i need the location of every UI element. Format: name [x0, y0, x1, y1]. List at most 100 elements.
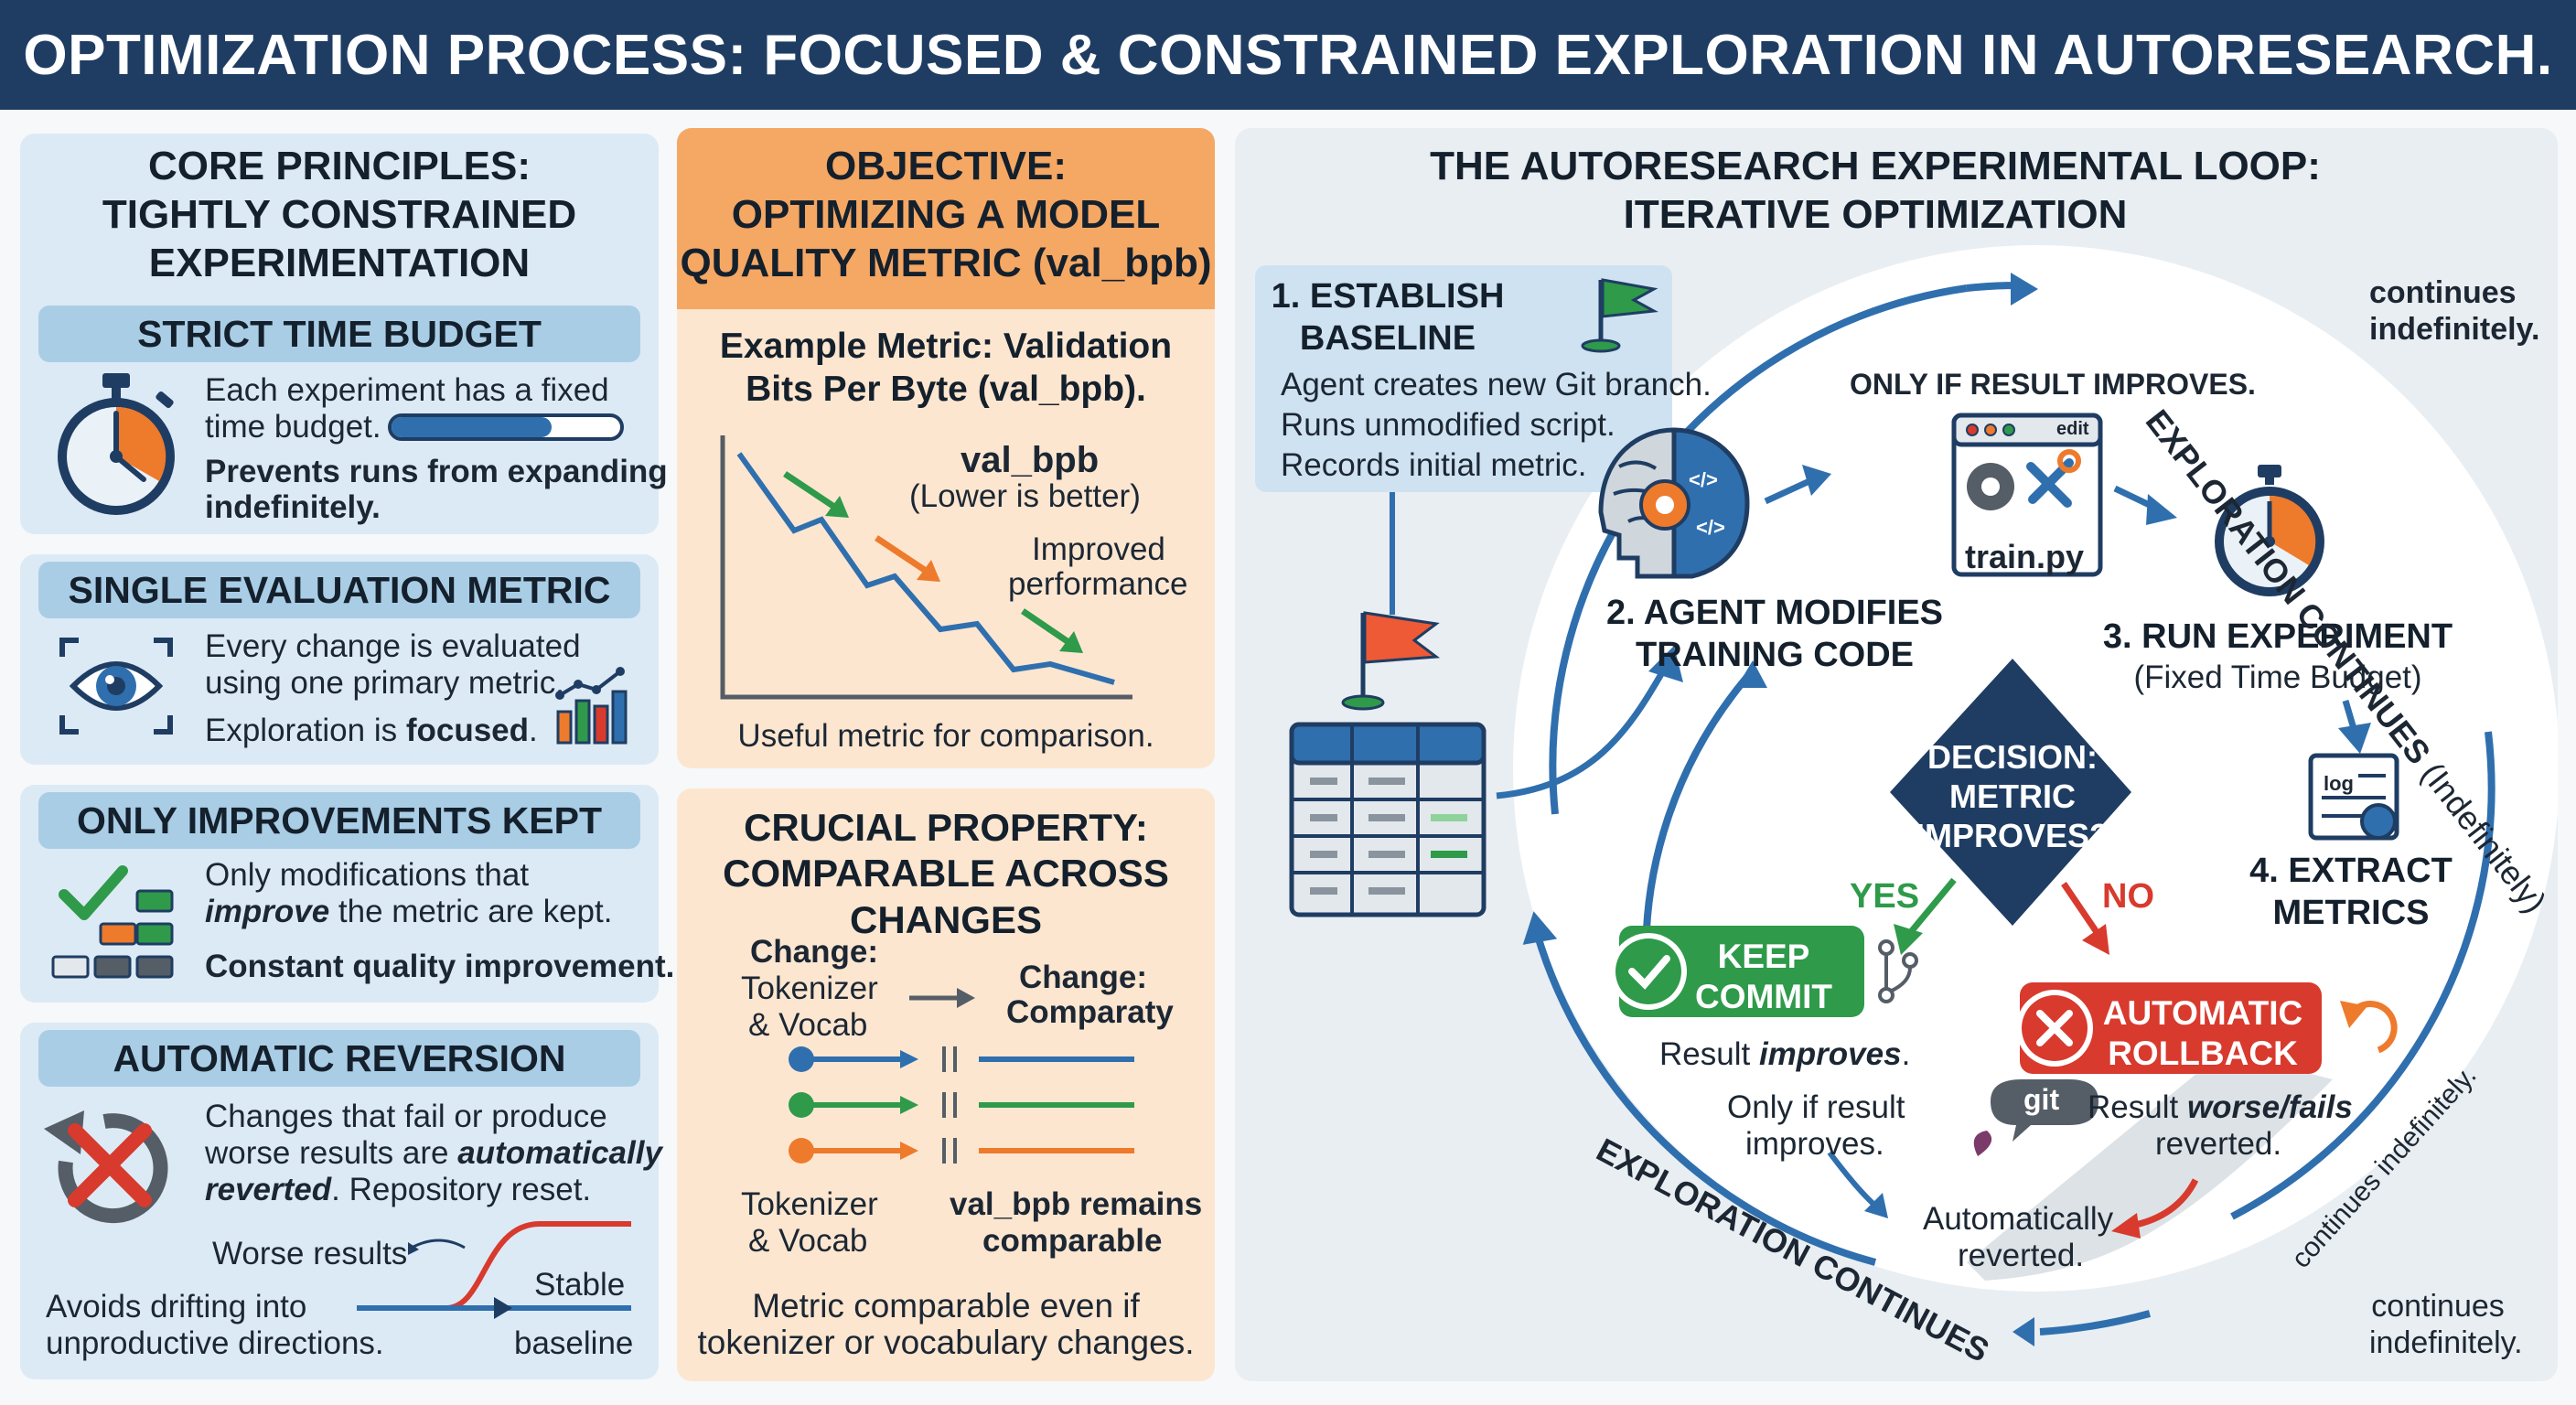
- continues-line: indefinitely.: [2369, 1325, 2523, 1361]
- time-budget-text-3: Prevents runs from expanding: [205, 454, 668, 489]
- text-part: . Repository reset.: [331, 1172, 592, 1207]
- blue-line: [789, 1046, 1134, 1072]
- single-metric-text-1: Every change is evaluated: [205, 628, 581, 664]
- step-2-line: TRAINING CODE: [1636, 635, 1914, 674]
- baseline-desc-3: Records initial metric.: [1281, 447, 1587, 483]
- yes-label: YES: [1850, 877, 1920, 916]
- auto-reverted-1: Automatically: [1923, 1201, 2114, 1237]
- improved-label-1: Improved: [1032, 531, 1165, 567]
- property-footer-1: Metric comparable even if: [752, 1287, 1140, 1325]
- objective-title-line: QUALITY METRIC (val_bpb): [680, 240, 1212, 285]
- decision-label: DECISION: METRIC IMPROVES?: [1890, 737, 2135, 856]
- results-table-icon: [1289, 722, 1487, 917]
- decision-diamond: [1890, 659, 2131, 926]
- example-metric-text: Example Metric: Validation Bits Per Byte…: [677, 326, 1215, 412]
- only-improvements-text-1: Only modifications that: [205, 857, 530, 893]
- loop-title-line: ITERATIVE OPTIMIZATION: [1623, 191, 2128, 237]
- reversion-text-1: Changes that fail or produce: [205, 1099, 607, 1134]
- loop-graphics: </> </>: [1255, 245, 2558, 1346]
- objective-title: OBJECTIVE: OPTIMIZING A MODEL QUALITY ME…: [677, 143, 1215, 287]
- change-label-2: Change:: [1019, 960, 1147, 995]
- train-py-label: train.py: [1965, 538, 2085, 575]
- improved-label-2: performance: [1008, 566, 1188, 602]
- only-improvements-text-3: Constant quality improvement.: [205, 949, 675, 984]
- edit-label: edit: [2056, 419, 2089, 439]
- undo-arrow-icon: [2340, 1001, 2398, 1054]
- git-branch-icon: [1878, 939, 1918, 1003]
- step-2-label: 2. AGENT MODIFIES TRAINING CODE: [1592, 593, 1958, 676]
- step-3-line: (Fixed Time Budget): [2133, 659, 2422, 695]
- baseline-desc-2: Runs unmodified script.: [1281, 407, 1615, 443]
- continues-line: continues: [2369, 275, 2517, 310]
- comparaty-label: Comparaty: [1006, 994, 1174, 1030]
- remains-label-1: val_bpb remains: [950, 1186, 1203, 1222]
- single-metric-text-3: Exploration is focused.: [205, 712, 538, 749]
- baseline-box: [1255, 265, 1672, 492]
- progress-fill: [392, 417, 552, 437]
- keep-desc-1: Result improves.: [1659, 1035, 1910, 1073]
- example-line: Bits Per Byte (val_bpb).: [746, 369, 1146, 409]
- heading-line: TIGHTLY CONSTRAINED: [102, 191, 577, 237]
- stable-label: Stable: [534, 1267, 626, 1303]
- text-part: Exploration is: [205, 713, 406, 748]
- step-4-line: METRICS: [2272, 893, 2430, 932]
- decision-line: DECISION:: [1927, 738, 2098, 776]
- crucial-property-title: CRUCIAL PROPERTY: COMPARABLE ACROSS CHAN…: [677, 805, 1215, 943]
- objective-title-line: OBJECTIVE:: [824, 144, 1068, 188]
- reversion-text-2: worse results are automatically: [205, 1134, 662, 1172]
- keep-line: KEEP: [1717, 938, 1810, 975]
- revert-cross-icon: [44, 1110, 168, 1224]
- green-line: [789, 1092, 1134, 1118]
- eye-icon: [59, 638, 173, 735]
- crucial-property-card: [677, 788, 1215, 1381]
- code-editor-icon: [1951, 413, 2103, 577]
- text-part-improves: improves: [1758, 1036, 1902, 1072]
- text-part-focused: focused: [405, 713, 530, 748]
- core-principles-heading: CORE PRINCIPLES: TIGHTLY CONSTRAINED EXP…: [20, 143, 659, 287]
- only-improvements-text-2: improve the metric are kept.: [205, 893, 612, 930]
- single-metric-title: SINGLE EVALUATION METRIC: [38, 562, 640, 618]
- worse-results-label: Worse results: [212, 1236, 408, 1271]
- objective-title-line: OPTIMIZING A MODEL: [731, 191, 1161, 237]
- step-4-line: 4. EXTRACT: [2249, 852, 2453, 890]
- baseline-desc-1: Agent creates new Git branch.: [1281, 367, 1712, 402]
- no-label: NO: [2102, 877, 2154, 916]
- rollback-line: ROLLBACK: [2108, 1035, 2298, 1073]
- baseline-title-line: BASELINE: [1299, 318, 1476, 358]
- svg-text:</>: </>: [1696, 516, 1725, 539]
- log-label: log: [2324, 772, 2354, 795]
- loop-title: THE AUTORESEARCH EXPERIMENTAL LOOP: ITER…: [1235, 143, 2516, 240]
- only-if-improves-label: ONLY IF RESULT IMPROVES.: [1850, 368, 2256, 401]
- orange-line: [789, 1138, 1134, 1164]
- baseline-title: 1. ESTABLISH BASELINE: [1255, 276, 1520, 359]
- auto-reverted-2: reverted.: [1958, 1238, 2085, 1273]
- loop-title-line: THE AUTORESEARCH EXPERIMENTAL LOOP:: [1430, 144, 2321, 188]
- time-budget-progress-bar: [388, 413, 624, 441]
- useful-metric-text: Useful metric for comparison.: [737, 718, 1154, 754]
- step-3-line: 3. RUN EXPERIMENT: [2102, 617, 2453, 656]
- stopwatch-icon: [58, 373, 175, 515]
- ring-arc-right: [2230, 731, 2496, 1220]
- continues-line: continues: [2371, 1289, 2505, 1324]
- text-part: .: [529, 713, 538, 748]
- keep-commit-label: KEEP COMMIT: [1680, 937, 1848, 1018]
- continues-label-top: continues indefinitely.: [2369, 274, 2539, 348]
- git-label: git: [2023, 1083, 2060, 1116]
- step-3-label: 3. RUN EXPERIMENT (Fixed Time Budget): [2095, 617, 2461, 696]
- val-bpb-label: val_bpb: [961, 440, 1100, 480]
- time-budget-title: STRICT TIME BUDGET: [38, 306, 640, 362]
- svg-text:</>: </>: [1689, 468, 1718, 491]
- lower-is-better-label: (Lower is better): [909, 478, 1141, 514]
- red-flag-icon: [1341, 611, 1441, 711]
- drift-diagram: [357, 1221, 631, 1319]
- step-4-label: 4. EXTRACT METRICS: [2214, 851, 2488, 934]
- text-part-worse-fails: worse/fails: [2186, 1089, 2353, 1125]
- vocab-label-1: & Vocab: [748, 1007, 868, 1043]
- comparable-lines: [789, 1046, 1134, 1164]
- ring-arrow-top: [2011, 273, 2038, 306]
- single-metric-text-2: using one primary metric.: [205, 665, 564, 701]
- log-file-icon: [2308, 753, 2399, 841]
- rollback-desc-2: reverted.: [2155, 1126, 2282, 1162]
- text-part: Result: [1659, 1036, 1759, 1072]
